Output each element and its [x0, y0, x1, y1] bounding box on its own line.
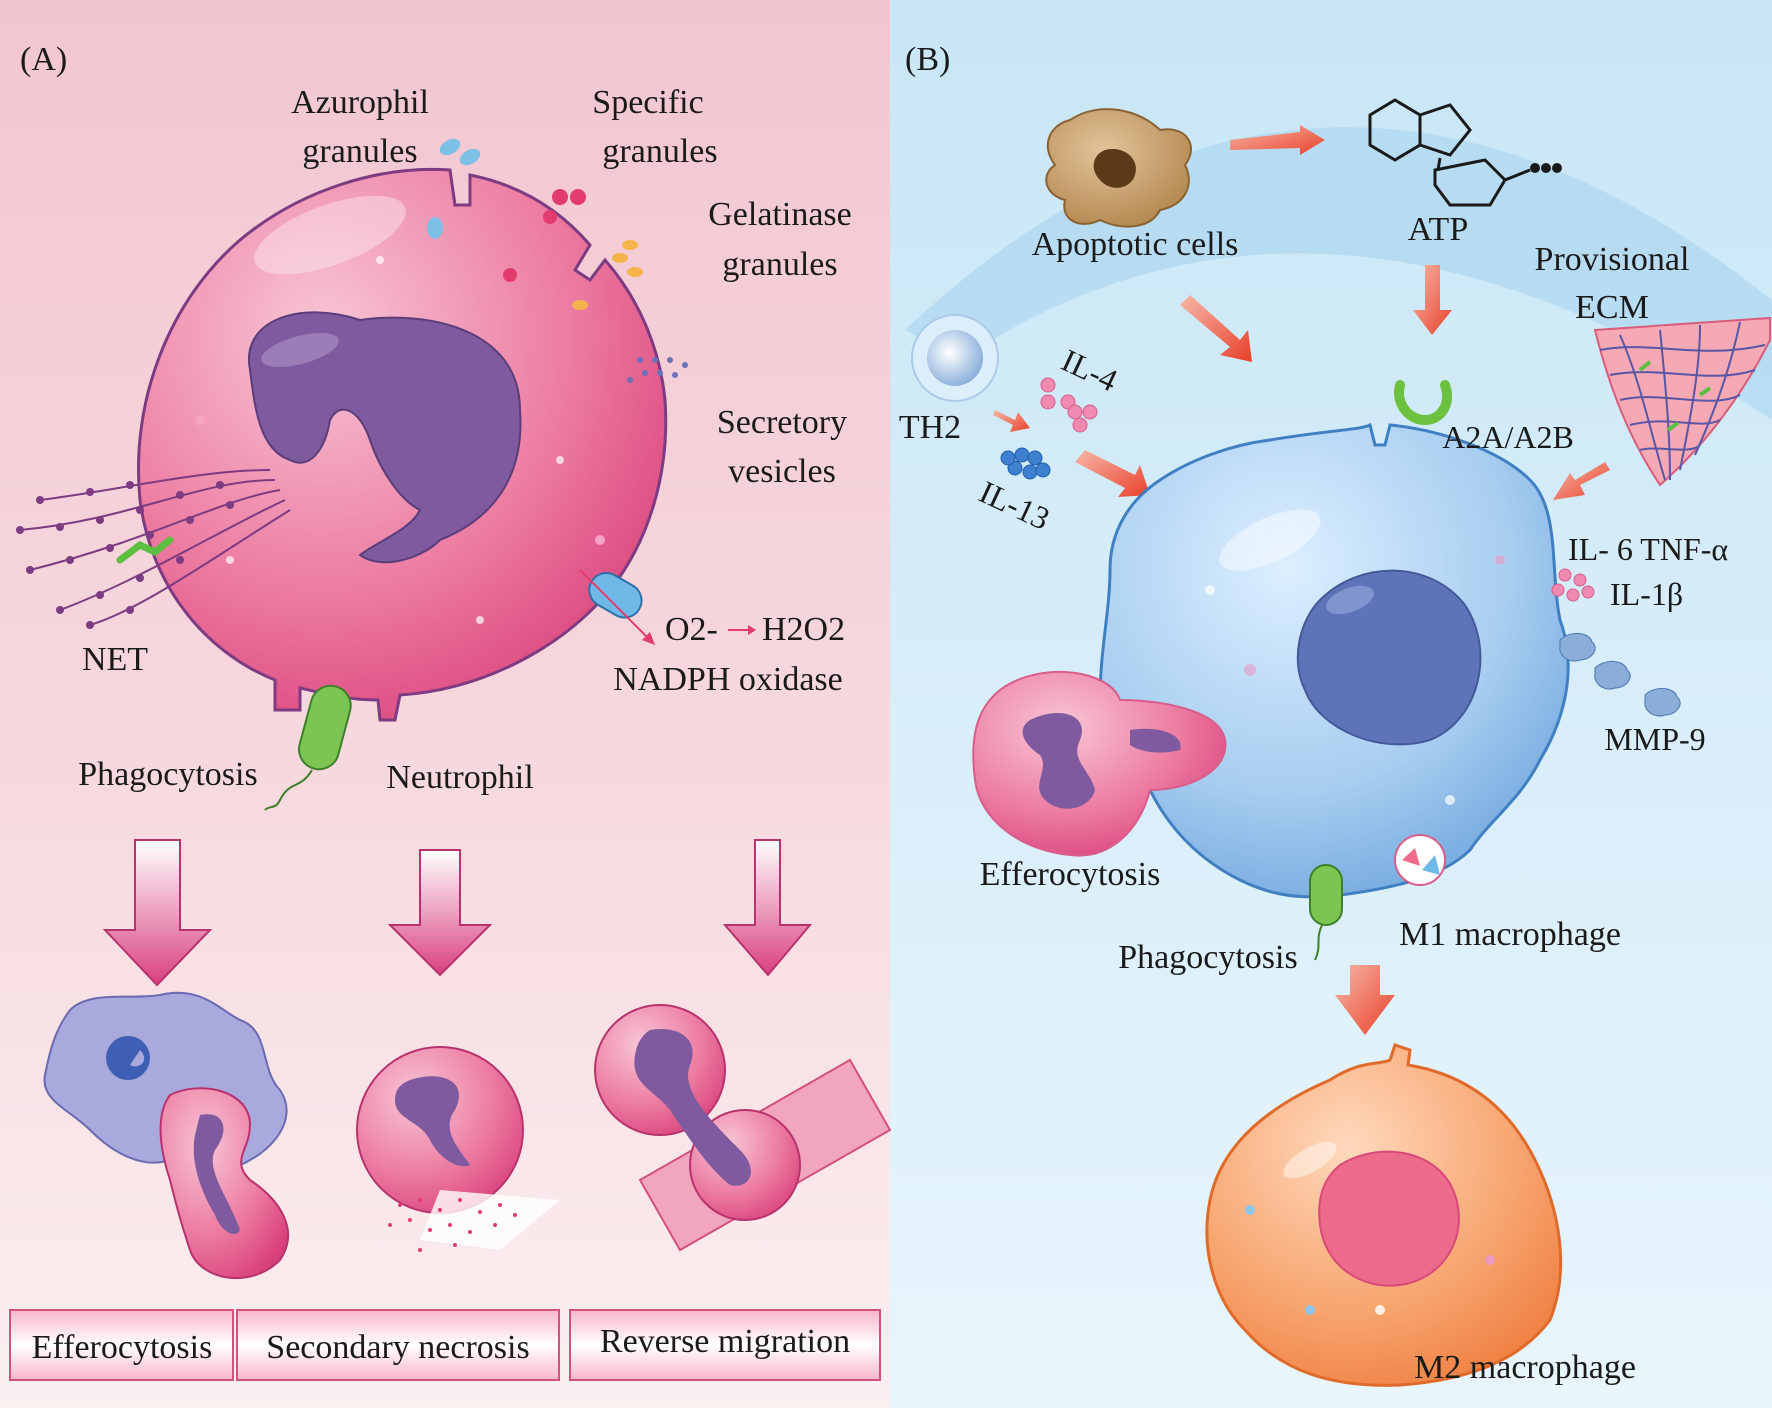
label-specific-2: granules: [602, 133, 717, 170]
arrow-atp-to-receptor: [1413, 265, 1452, 335]
label-o2: O2-: [665, 611, 718, 648]
atp-phosphate-dots: [1530, 163, 1562, 173]
arrow-to-reverse-migration: [722, 839, 813, 977]
gelatinase-granules: [572, 240, 643, 310]
apoptotic-cell-icon: [1045, 108, 1192, 228]
label-efferocytosis-b: Efferocytosis: [980, 856, 1161, 893]
fate-efferocytosis: Efferocytosis: [32, 1329, 213, 1366]
label-receptor: A2A/A2B: [1442, 419, 1574, 455]
label-m1-macrophage: M1 macrophage: [1399, 916, 1621, 953]
fate-efferocytosis-illustration: [43, 991, 290, 1280]
arrow-apoptotic-to-macrophage: [1180, 295, 1252, 362]
label-mmp9: MMP-9: [1604, 721, 1705, 757]
fate-box-3: [569, 1309, 881, 1381]
label-phagocytosis-b: Phagocytosis: [1118, 939, 1297, 976]
azurophil-granules: [427, 138, 481, 239]
fate-box-1: [9, 1309, 234, 1381]
provisional-ecm-icon: [1593, 316, 1771, 487]
arrow-to-secondary-necrosis: [387, 849, 493, 977]
atp-molecule-icon: [1368, 98, 1531, 207]
label-azurophil-1: Azurophil: [291, 84, 429, 121]
label-neutrophil: Neutrophil: [386, 759, 533, 796]
arrow-to-efferocytosis: [102, 839, 213, 987]
m1-bacterium-icon: [1309, 864, 1343, 926]
fate-reverse-migration-illustration: [594, 1004, 892, 1252]
label-azurophil-2: granules: [302, 133, 417, 170]
label-gelatinase-2: granules: [722, 246, 837, 283]
m1-macrophage-cell: [1098, 422, 1570, 899]
arrow-ecm-to-macrophage: [1553, 462, 1610, 500]
efferocytosis-neutrophil-icon: [972, 670, 1227, 857]
nadph-arrowhead: [642, 632, 655, 645]
phagocytosed-bacterium-icon: [298, 684, 352, 771]
a2a-a2b-receptor-icon: [1394, 380, 1452, 426]
nadph-arrow-line: [579, 569, 651, 641]
label-net: NET: [82, 641, 148, 678]
label-phagocytosis-a: Phagocytosis: [78, 756, 257, 793]
bacterium-flagellum: [264, 769, 313, 811]
label-provisional-1: Provisional: [1535, 241, 1690, 278]
fate-reverse-migration: Reverse migration: [600, 1323, 850, 1360]
fate-secondary-necrosis: Secondary necrosis: [266, 1329, 529, 1366]
label-provisional-2: ECM: [1575, 289, 1649, 326]
label-gelatinase-1: Gelatinase: [708, 196, 852, 233]
il6-tnf-il1b-cytokine-icon: [1551, 568, 1595, 602]
fate-arrows: [102, 839, 813, 987]
o2-to-h2o2-arrowhead: [748, 625, 756, 635]
il4-cytokine-icon: [1040, 377, 1098, 433]
phagosome-icon: [1394, 834, 1446, 886]
net-beads: [16, 481, 234, 629]
label-cytokines-2: IL-1β: [1610, 576, 1683, 612]
m2-macrophage-cell: [1205, 1043, 1563, 1387]
label-secretory-1: Secretory: [717, 404, 847, 441]
arrow-m1-to-m2: [1335, 965, 1395, 1035]
fate-box-2: [236, 1309, 560, 1381]
il13-cytokine-icon: [1000, 447, 1051, 480]
secretory-vesicles: [627, 357, 688, 383]
label-h2o2: H2O2: [762, 611, 845, 648]
label-m2-macrophage: M2 macrophage: [1414, 1349, 1636, 1386]
label-cytokines-1: IL- 6 TNF-α: [1568, 531, 1728, 567]
label-secretory-2: vesicles: [728, 453, 836, 490]
panel-a-tag: (A): [20, 41, 67, 78]
fate-labels: Efferocytosis Secondary necrosis Reverse…: [9, 1309, 881, 1381]
mmp9-protein-icon: [1559, 633, 1681, 717]
net-trapped-bacterium: [116, 536, 174, 564]
panel-b-tag: (B): [905, 41, 950, 78]
label-nadph-oxidase: NADPH oxidase: [613, 661, 842, 698]
arrow-il-to-macrophage: [1075, 450, 1150, 497]
arrow-th2-to-il: [993, 410, 1030, 432]
specific-granules: [503, 189, 586, 282]
neutrophil-cell: [136, 167, 668, 722]
label-apoptotic-cells: Apoptotic cells: [1032, 226, 1239, 263]
label-th2: TH2: [899, 409, 961, 446]
arrow-apoptotic-to-atp: [1230, 125, 1325, 155]
th2-cell-icon: [911, 314, 999, 402]
label-specific-1: Specific: [592, 84, 703, 121]
label-atp: ATP: [1408, 211, 1468, 248]
fate-secondary-necrosis-illustration: [356, 1046, 560, 1252]
m1-bacterium-flagellum: [1314, 924, 1323, 961]
